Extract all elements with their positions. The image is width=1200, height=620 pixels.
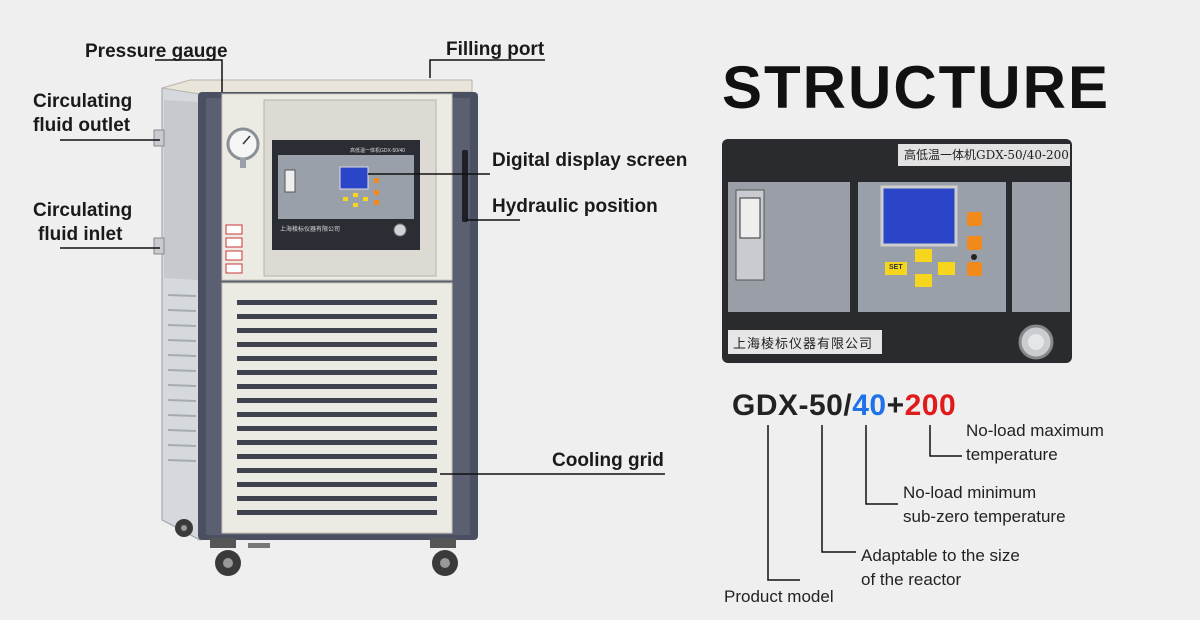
set-key-label: SET — [889, 264, 903, 271]
callout-lines — [60, 59, 665, 475]
callout-cooling-grid: Cooling grid — [552, 450, 664, 471]
model-plate — [898, 144, 1070, 166]
key-run — [967, 212, 982, 226]
legend-lines — [767, 425, 962, 581]
legend-size-line2: of the reactor — [861, 570, 962, 589]
legend-product-model: Product model — [724, 587, 834, 606]
key-heat — [967, 262, 982, 276]
callout-inlet-line1: Circulating — [33, 200, 133, 221]
callout-inlet-line2: fluid inlet — [38, 224, 123, 245]
legend-max-line1: No-load maximum — [966, 421, 1104, 440]
legend-max-line2: temperature — [966, 445, 1058, 464]
model-plus: + — [886, 389, 905, 422]
key-set — [885, 262, 907, 275]
hydraulic-sight-window — [462, 150, 468, 222]
outlet-pipe — [153, 129, 165, 147]
side-vents — [167, 294, 197, 462]
company-plate — [728, 330, 882, 354]
key-left — [938, 262, 955, 275]
model-max-temp: 200 — [904, 389, 957, 422]
key-cool — [967, 236, 982, 250]
model-plate-text: 高低温一体机GDX-50/40-200 — [904, 148, 1069, 162]
callout-outlet-line2: fluid outlet — [33, 115, 131, 136]
casters — [175, 519, 458, 576]
structure-heading: STRUCTURE — [722, 54, 1110, 121]
company-plate-text: 上海棱标仪器有限公司 — [733, 337, 874, 352]
legend-min-line1: No-load minimum — [903, 483, 1037, 502]
machine-side-panel-shade — [164, 100, 198, 280]
key-up — [915, 249, 932, 262]
cooling-grid-slats — [237, 300, 437, 515]
model-prefix: GDX-50/ — [732, 389, 853, 422]
inlet-pipe — [153, 237, 165, 255]
cooling-grid-panel — [221, 282, 453, 534]
machine-top-lid — [161, 79, 473, 95]
callout-pressure-gauge: Pressure gauge — [85, 41, 228, 62]
callout-filling-port: Filling port — [446, 39, 545, 60]
legend-size-line1: Adaptable to the size — [861, 546, 1020, 565]
model-code: GDX-50/40+200 — [732, 388, 956, 424]
machine-small-plate: 高低温一体机GDX-50/40 — [350, 148, 406, 154]
model-min-temp: 40 — [852, 389, 887, 422]
callout-outlet-line1: Circulating — [33, 91, 133, 112]
lcd-display — [880, 185, 958, 247]
callout-digital-display: Digital display screen — [492, 150, 688, 171]
small-power-button — [393, 223, 407, 237]
machine-small-company: 上海棱标仪器有限公司 — [280, 227, 341, 233]
callout-hydraulic-position: Hydraulic position — [492, 196, 658, 217]
key-down — [915, 274, 932, 287]
legend-min-line2: sub-zero temperature — [903, 507, 1066, 526]
